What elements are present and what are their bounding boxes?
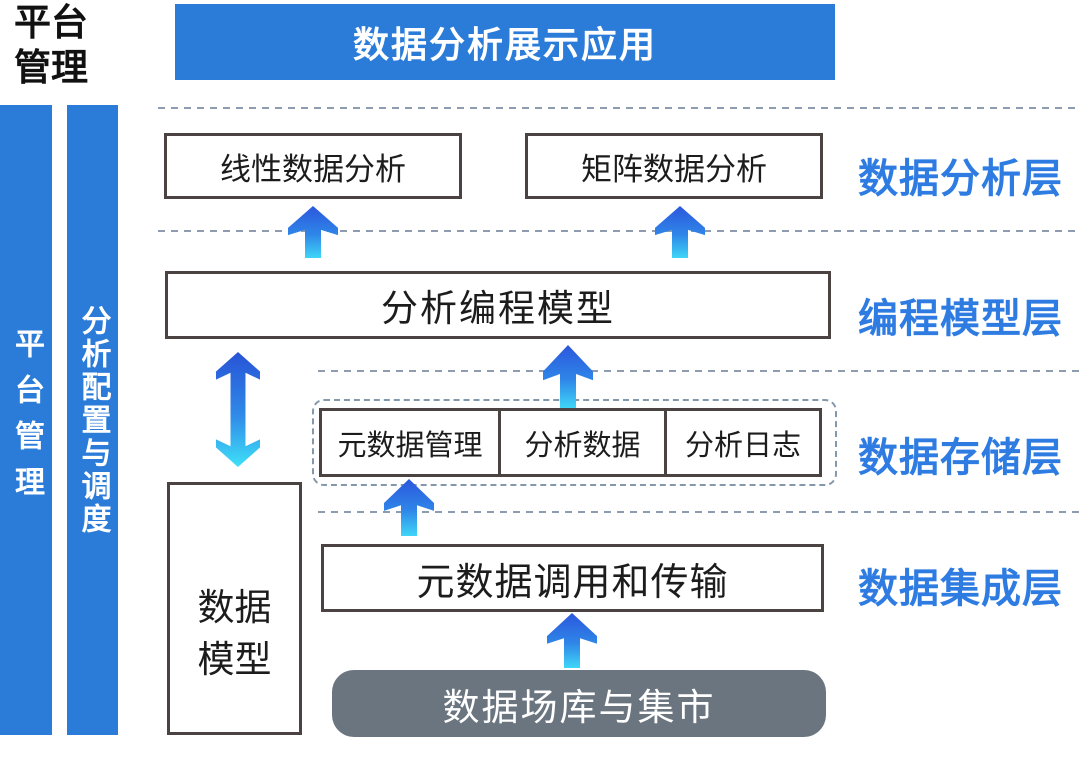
node-analysis-programming-model: 分析编程模型 — [165, 271, 831, 339]
up-arrow-icon — [547, 613, 597, 668]
double-vertical-arrow-icon — [216, 352, 260, 467]
node-data-warehouse-mart-label: 数据场库与集市 — [442, 686, 716, 728]
layer-label-data-analysis: 数据分析层 — [858, 157, 1063, 201]
sidebar-platform-management: 平台管理 — [0, 105, 52, 735]
up-arrow-icon — [655, 206, 705, 258]
banner-label: 数据分析展示应用 — [352, 24, 657, 65]
layer-label-programming-model: 编程模型层 — [858, 297, 1063, 341]
layer-label-data-integration: 数据集成层 — [858, 567, 1063, 611]
layer-divider-programming — [318, 370, 1080, 372]
up-arrow-icon — [288, 206, 338, 258]
platform-management-title-line2: 管理 — [14, 47, 88, 88]
node-analysis-programming-model-label: 分析编程模型 — [381, 288, 615, 329]
platform-management-title: 平台 管理 — [14, 0, 124, 90]
node-data-model-line2: 模型 — [197, 638, 272, 680]
node-matrix-data-analysis-label: 矩阵数据分析 — [581, 151, 767, 187]
node-data-model: 数据 模型 — [167, 482, 302, 735]
storage-cell-metadata-management: 元数据管理 — [337, 429, 483, 462]
banner-data-analysis-display-app: 数据分析展示应用 — [175, 4, 835, 80]
layer-label-data-storage: 数据存储层 — [858, 436, 1063, 480]
up-arrow-icon — [384, 479, 434, 536]
node-linear-data-analysis: 线性数据分析 — [164, 133, 462, 199]
sidebar-platform-management-label: 平台管理 — [10, 328, 43, 512]
storage-cell-analysis-log: 分析日志 — [664, 411, 819, 474]
sidebar-analysis-config-scheduling-label: 分析配置与调度 — [76, 304, 110, 536]
node-data-model-line1: 数据 — [197, 586, 272, 628]
platform-management-title-line1: 平台 — [14, 2, 88, 43]
sidebar-analysis-config-scheduling: 分析配置与调度 — [67, 105, 118, 735]
layer-divider-analysis — [158, 230, 1080, 232]
layer-divider-storage — [318, 511, 1080, 513]
storage-cell-analysis-data: 分析数据 — [498, 411, 664, 474]
node-metadata-call-transfer-label: 元数据调用和传输 — [416, 561, 729, 604]
node-data-warehouse-mart: 数据场库与集市 — [332, 670, 826, 737]
node-metadata-call-transfer: 元数据调用和传输 — [321, 544, 824, 612]
storage-table: 元数据管理 分析数据 分析日志 — [319, 408, 822, 477]
node-matrix-data-analysis: 矩阵数据分析 — [525, 133, 823, 199]
layer-divider-top — [158, 107, 1080, 109]
node-linear-data-analysis-label: 线性数据分析 — [220, 151, 406, 187]
